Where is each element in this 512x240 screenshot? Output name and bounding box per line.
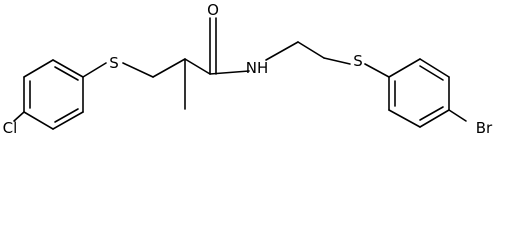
aromatic-double-bond [54, 66, 79, 81]
bond-ch-carbonyl [184, 58, 211, 75]
atom-cl: Cl [3, 119, 18, 137]
chemical-structure-diagram: Cl S O NH S Br [3, 1, 493, 137]
bond [23, 111, 54, 130]
bond-c-n [209, 70, 250, 75]
atom-s-right: S [353, 52, 363, 70]
atom-o: O [207, 1, 219, 19]
atom-s-left: S [109, 54, 119, 72]
bond [388, 58, 421, 78]
aromatic-double-bond [54, 108, 79, 123]
bond [52, 59, 84, 78]
bond-ring-s [82, 62, 107, 78]
aromatic-double-bond [419, 65, 444, 81]
bond-ch2-s [323, 57, 351, 65]
aromatic-double-bond [419, 106, 444, 121]
bond [419, 109, 450, 128]
bond-cl [13, 111, 25, 122]
bond-ch-co [152, 58, 186, 78]
bond [388, 109, 421, 128]
bond-br [448, 109, 467, 122]
chlorophenyl-ring [23, 59, 84, 130]
bond-s-ch [122, 62, 154, 78]
bond-n-ch2 [265, 41, 299, 61]
bond-s-ring [364, 63, 390, 78]
atom-nh: NH [246, 59, 269, 77]
bond [52, 111, 84, 130]
bond-ch2-ch2 [297, 41, 325, 59]
atom-br: Br [476, 119, 493, 137]
bond [23, 59, 54, 78]
bond [419, 58, 450, 78]
bromophenyl-ring [388, 58, 450, 128]
